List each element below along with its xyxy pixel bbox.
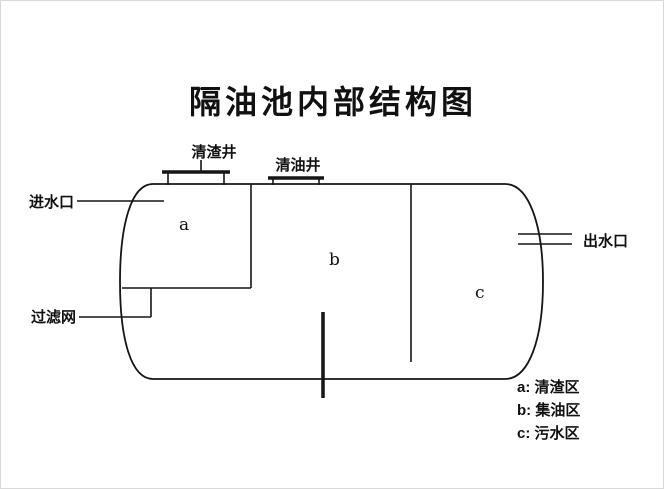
tank-outline — [119, 183, 544, 380]
oil-well-label: 清油井 — [275, 156, 320, 174]
zone-b-letter: b — [329, 250, 340, 270]
legend: a: 清渣区 b: 集油区 c: 污水区 — [517, 378, 580, 442]
legend-item-a: a: 清渣区 — [517, 378, 580, 396]
diagram-title: 隔油池内部结构图 — [189, 84, 477, 120]
slag-well-label: 清渣井 — [191, 143, 236, 161]
inlet-label: 进水口 — [29, 193, 74, 211]
outlet-label: 出水口 — [583, 232, 628, 250]
legend-item-c: c: 污水区 — [517, 424, 580, 442]
legend-item-b: b: 集油区 — [517, 401, 580, 419]
filter-label: 过滤网 — [31, 308, 76, 326]
zone-c-letter: c — [475, 283, 485, 303]
zone-a-letter: a — [179, 215, 189, 235]
